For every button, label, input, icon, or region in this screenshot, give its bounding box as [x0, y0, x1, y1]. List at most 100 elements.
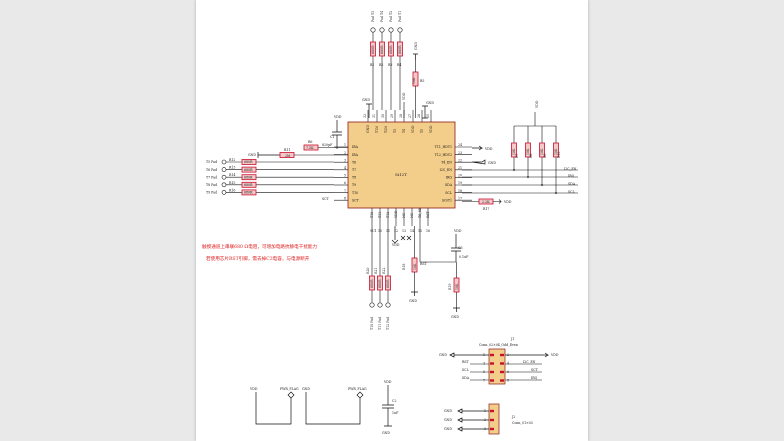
j1-value: Conn_02×04_Odd_Even	[479, 343, 518, 347]
left-resistor-ref: R12	[229, 158, 235, 162]
bottom-vdd-label: VDD	[391, 243, 400, 247]
right-pin-label: IRQ	[446, 176, 453, 180]
left-resistor-value: 680R	[244, 183, 253, 187]
left-pin-number: 6	[344, 181, 346, 185]
left-pad-circle	[221, 159, 227, 165]
j2-gnd-label-3: GND	[444, 427, 452, 431]
top-pin-label: VDD	[429, 125, 433, 134]
top-right-gnd-label: GND	[426, 101, 434, 105]
c2-value: 1uF	[392, 411, 399, 415]
j1-sda-label: SDA	[462, 376, 470, 380]
j1-pin-mark	[500, 362, 504, 365]
top-pin-number: 30	[381, 114, 385, 118]
bottom-resistor-body	[377, 275, 383, 291]
r17-resistor: 2.2K R17 VDD	[462, 198, 512, 211]
rst-wire	[419, 226, 456, 263]
left-resistor-ref: R15	[229, 181, 235, 185]
j1-vdd-wire	[505, 352, 550, 358]
j1-signal-wires	[470, 363, 542, 381]
touch-pad-circle	[370, 27, 376, 33]
c1-symbol	[332, 120, 342, 149]
nc-marks	[400, 235, 412, 241]
left-pad-circle	[221, 182, 227, 188]
bottom-resistor-value: 680R	[370, 279, 374, 288]
j1-irq-label: IRQ	[531, 376, 538, 380]
bottom-resistor-body	[369, 275, 375, 291]
right-pin-label: I2C_EN	[440, 168, 453, 172]
c2-ref: C2	[392, 399, 396, 403]
left-pin-label: T8	[352, 176, 356, 180]
top-pin-number: 31	[372, 114, 376, 118]
c1-value: 820pF	[322, 143, 333, 147]
r18-gnd-symbol	[411, 291, 418, 296]
top-pin-number: 26	[417, 114, 421, 118]
top-pin-label: T2N	[384, 126, 388, 133]
left-pad-label: T9 Pad	[206, 191, 217, 195]
touch-pad-circle	[379, 27, 385, 33]
c2-symbol	[382, 385, 394, 427]
left-resistor-ref: R16	[229, 188, 235, 192]
top-pin-number: 28	[399, 114, 403, 118]
bottom-pin-label: T11	[378, 212, 382, 218]
right-pin-number: 24	[458, 143, 462, 147]
right-pin-label: SO/T1	[442, 198, 452, 202]
j2-pin-mark	[490, 409, 494, 413]
bottom-resistor-ref: R21	[374, 268, 378, 274]
bottom-vdd-wire	[391, 226, 399, 244]
right-pin-label: SDA	[445, 183, 453, 187]
pwr-flag-2-label: PWR_FLAG	[348, 387, 367, 391]
c3-value: 0.1uF	[459, 255, 469, 259]
right-scl-label: SCL	[568, 190, 576, 194]
top-resistor-ref: R3	[388, 63, 392, 67]
top-gnd-symbol	[366, 103, 372, 118]
right-i2c-en-label: I2C_EN	[564, 167, 577, 171]
pwr-flag-1-wire	[255, 391, 295, 425]
pullup-ref: R10	[557, 152, 561, 158]
top-pin-number: 25	[426, 114, 430, 118]
j1-pin-mark	[490, 353, 494, 357]
bottom-pin-label: NC	[402, 212, 406, 218]
bottom-pad-label: T11 Pad	[378, 317, 382, 330]
left-pin-number: 8	[344, 196, 346, 200]
top-resistor-value: 680R	[398, 45, 402, 54]
right-pin-number: 18	[458, 189, 462, 193]
r5-gnd-label: GND	[414, 42, 418, 50]
touch-pad-label: Pad T3	[371, 11, 375, 22]
left-pin-number: 1	[344, 143, 346, 147]
j1-gnd-label: GND	[439, 353, 447, 357]
top-right-gnd-symbol	[422, 105, 428, 119]
r6-ref: R6	[308, 140, 312, 144]
pullup-body	[525, 142, 531, 158]
top-pin-number: 27	[408, 114, 412, 118]
right-sda-label: SDA	[568, 182, 576, 186]
r5-gnd-symbol	[413, 53, 418, 60]
left-pin-label: T9	[352, 183, 356, 187]
bottom-pin-label: NC	[410, 212, 414, 218]
left-resistor-value: 680R	[244, 191, 253, 195]
pullup-value: 10K	[512, 148, 516, 155]
j1-pin-mark	[500, 379, 504, 382]
left-pin-label: T10	[352, 191, 358, 195]
j1-pin-mark	[490, 370, 494, 374]
touch-pad-circle	[397, 27, 403, 33]
note-line-1: 触摸通道上串联680 Ω电阻，可增加电路抗静电干扰能力	[202, 243, 318, 250]
top-pin-label: GND	[366, 125, 370, 133]
r19-resistor: R19 10K GND	[448, 262, 460, 319]
left-pin-number: 2	[344, 151, 346, 155]
j2-connector: 123 J2 Conn_01×03 GND GND GND	[444, 403, 533, 435]
left-resistor-body	[241, 189, 257, 196]
note-line-2: 若使用芯片RST引脚，需去掉C3电容，与电源断开	[206, 255, 310, 262]
top-resistor-value: 680R	[389, 45, 393, 54]
bottom-pad-label: T10 Pad	[370, 317, 374, 330]
pullup-ref: R9	[543, 154, 547, 158]
left-pad-circle	[221, 174, 227, 180]
r17-wires	[462, 199, 502, 204]
j1-vdd-label: VDD	[550, 353, 559, 357]
left-resistor-value: 680R	[244, 160, 253, 164]
j1-pin-mark	[500, 353, 504, 357]
touch-pad-circle	[388, 27, 394, 33]
right-pin-label: T4_EN	[441, 160, 452, 164]
